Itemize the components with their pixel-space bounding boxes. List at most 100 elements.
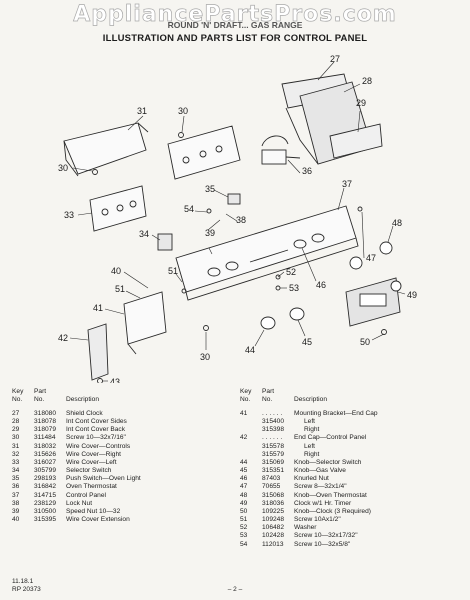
- part-no: 112013: [262, 540, 284, 548]
- part-no: 318078: [34, 418, 57, 426]
- callout-48: 48: [392, 218, 402, 228]
- description: Oven Thermostat: [66, 483, 117, 491]
- description: Wire Cover—Controls: [66, 442, 131, 450]
- callout-46: 46: [316, 280, 326, 290]
- range-heading: ROUND 'N' DRAFT... GAS RANGE: [167, 20, 303, 30]
- key-no: 49: [240, 499, 248, 507]
- key-no: 36: [12, 483, 20, 491]
- callout-33: 33: [64, 210, 74, 220]
- key-no: 28: [12, 418, 20, 426]
- key-no: 35: [12, 475, 20, 483]
- callout-37: 37: [342, 179, 352, 189]
- clock-part: [345, 277, 401, 327]
- part-no: 87403: [262, 475, 281, 483]
- part-no: 102428: [262, 532, 285, 540]
- description: Knob—Oven Thermostat: [294, 491, 367, 499]
- part-no: 316027: [34, 458, 57, 466]
- description: Knob—Gas Valve: [294, 467, 346, 475]
- wire-cover-right-part: [167, 125, 241, 180]
- key-no: [240, 451, 262, 459]
- callout-31: 31: [137, 106, 147, 116]
- description: Wire Cover Extension: [66, 516, 130, 524]
- wire-cover-controls-part: [63, 122, 149, 177]
- callout-30c: 30: [200, 352, 210, 362]
- key-no: 39: [12, 507, 20, 515]
- key-no: [240, 418, 262, 426]
- part-no: 106482: [262, 524, 285, 532]
- key-no: 50: [240, 507, 248, 515]
- part-no: 315626: [34, 450, 57, 458]
- description: Speed Nut 10—32: [66, 507, 121, 515]
- description: End Cap—Control Panel: [294, 434, 367, 442]
- description: Washer: [294, 524, 317, 532]
- exploded-parts-diagram: 27 28 29 30 31 30 33 34 35 36 37 38 39 4…: [58, 54, 417, 383]
- callout-47: 47: [366, 253, 376, 263]
- description-header: Description: [66, 396, 99, 403]
- key-no: 41: [240, 410, 248, 417]
- description: Selector Switch: [66, 467, 112, 475]
- part-no: 109248: [262, 516, 285, 524]
- description-header: Description: [294, 396, 327, 403]
- parts-list-row: 48 315068 Knob—Oven Thermostat: [240, 492, 465, 500]
- leader-lines: [69, 61, 406, 382]
- part-no: 305799: [34, 467, 57, 475]
- part-no: 315351: [262, 467, 285, 475]
- parts-list-row: 36 316842 Oven Thermostat: [12, 483, 222, 491]
- page-title: ILLUSTRATION AND PARTS LIST FOR CONTROL …: [102, 33, 368, 44]
- knobs-part: [260, 241, 402, 330]
- key-no: 54: [240, 540, 248, 548]
- key-no: 30: [12, 434, 20, 442]
- key-no: 33: [12, 458, 20, 466]
- description: Wire Cover—Right: [66, 450, 121, 458]
- callout-52: 52: [286, 267, 296, 277]
- part-no: 316842: [34, 483, 57, 491]
- key-no: 40: [12, 516, 20, 524]
- callout-40: 40: [111, 266, 121, 276]
- callout-51a: 51: [115, 284, 125, 294]
- part-no: 315068: [262, 491, 285, 499]
- description: Clock w/1 Hr. Timer: [294, 499, 352, 507]
- key-no: 44: [240, 458, 248, 466]
- description: Push Switch—Oven Light: [66, 475, 141, 483]
- callout-numbers: 27 28 29 30 31 30 33 34 35 36 37 38 39 4…: [58, 54, 417, 383]
- part-no: 318080: [34, 410, 57, 417]
- parts-list-row: 34 305799 Selector Switch: [12, 467, 222, 475]
- parts-list-row: 42. . . . . .End Cap—Control Panel: [240, 434, 465, 442]
- callout-50: 50: [360, 337, 370, 347]
- callout-53: 53: [289, 283, 299, 293]
- part-no: 70655: [262, 483, 281, 491]
- callout-43: 43: [110, 377, 120, 383]
- callout-45: 45: [302, 337, 312, 347]
- part-no: 298193: [34, 475, 57, 483]
- callout-51b: 51: [168, 266, 178, 276]
- part-no: 318079: [34, 426, 57, 434]
- footer-ref: RP 20373: [12, 586, 41, 593]
- description: Knob—Selector Switch: [294, 458, 362, 466]
- push-switch-part: [227, 193, 241, 205]
- key-no: 38: [12, 499, 20, 507]
- key-no: 48: [240, 491, 248, 499]
- mounting-bracket-part: [123, 291, 167, 355]
- description: Wire Cover—Left: [66, 458, 117, 466]
- description: Screw 10—32x17/32": [294, 532, 358, 540]
- end-cap-part: [87, 323, 109, 381]
- callout-38: 38: [236, 215, 246, 225]
- footer-date: 11.18.1: [12, 578, 34, 585]
- key-no: 34: [12, 467, 20, 475]
